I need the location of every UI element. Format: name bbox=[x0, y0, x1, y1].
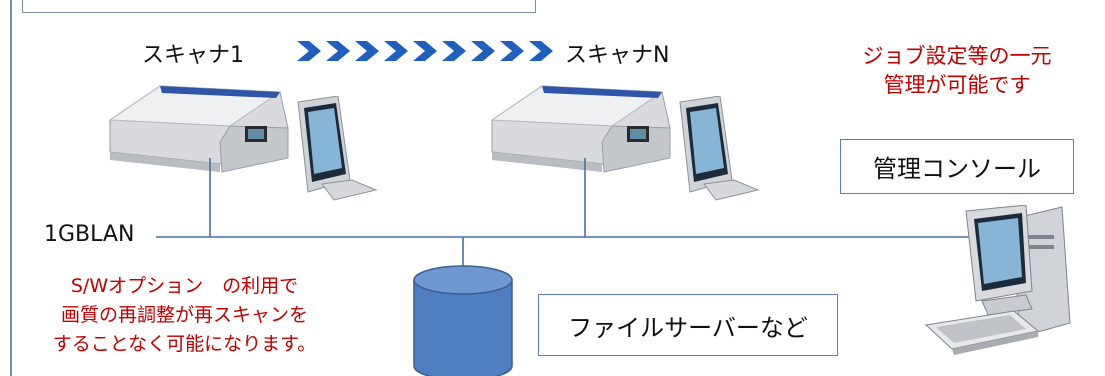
monitor-1-icon bbox=[297, 96, 378, 201]
left-note-line-1: S/Wオプション の利用で bbox=[70, 275, 299, 297]
chevron-6 bbox=[442, 41, 466, 61]
desktop-pc-icon bbox=[924, 205, 1071, 355]
sw-option-note: S/Wオプション の利用で 画質の再調整が再スキャンを することなく可能になりま… bbox=[12, 272, 357, 359]
file-server-box: ファイルサーバーなど bbox=[538, 294, 838, 356]
chevron-3 bbox=[355, 41, 379, 61]
chevron-arrows bbox=[297, 41, 553, 61]
top-frame bbox=[22, 0, 536, 13]
scanner-last-label: スキャナN bbox=[565, 43, 670, 68]
chevron-8 bbox=[500, 41, 524, 61]
chevron-1 bbox=[297, 41, 321, 61]
storage-cylinder-icon bbox=[413, 265, 513, 376]
note-line-2: 管理が可能です bbox=[883, 73, 1031, 97]
central-management-note: ジョブ設定等の一元 管理が可能です bbox=[862, 42, 1052, 100]
chevron-5 bbox=[413, 41, 437, 61]
left-border bbox=[10, 0, 12, 376]
chevron-7 bbox=[471, 41, 495, 61]
management-console-box: 管理コンソール bbox=[840, 139, 1074, 194]
chevron-4 bbox=[384, 41, 408, 61]
left-note-line-3: することなく可能になります。 bbox=[52, 333, 317, 355]
note-line-1: ジョブ設定等の一元 bbox=[862, 44, 1052, 68]
left-note-line-2: 画質の再調整が再スキャンを bbox=[60, 304, 308, 326]
scanner-1-icon bbox=[108, 85, 289, 173]
scanner-first-label: スキャナ1 bbox=[142, 43, 244, 68]
scanner-n-icon bbox=[490, 85, 671, 173]
monitor-n-icon bbox=[679, 96, 760, 201]
chevron-9 bbox=[529, 41, 553, 61]
chevron-2 bbox=[326, 41, 350, 61]
lan-label: 1GBLAN bbox=[44, 222, 135, 247]
